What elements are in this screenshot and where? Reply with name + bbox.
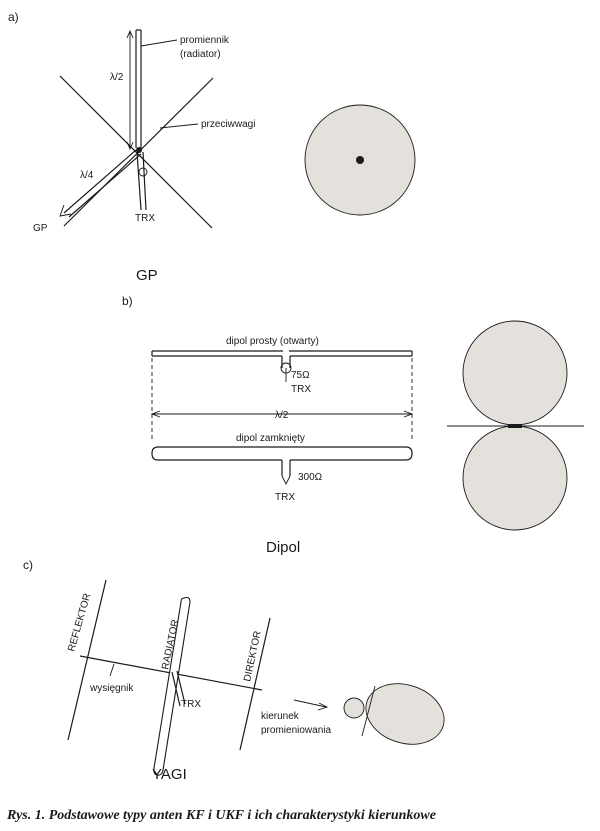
gp-feed-line <box>136 151 148 211</box>
section-b-letter: b) <box>122 294 133 308</box>
yagi-direction-arrow <box>293 699 329 711</box>
yagi-reflector-element <box>67 579 107 741</box>
open-dipole-label: dipol prosty (otwarty) <box>226 336 319 347</box>
section-c-letter: c) <box>23 558 33 572</box>
dipole-lambda-half-dimension <box>150 410 414 418</box>
gp-radiator-leader <box>140 39 178 47</box>
folded-dipole-trx: TRX <box>275 492 295 503</box>
yagi-radiator-element <box>153 596 191 776</box>
dipol-title: Dipol <box>266 539 300 556</box>
gp-lambda-half-label: λ/2 <box>110 72 124 83</box>
yagi-pattern-main-lobe <box>365 683 445 745</box>
gp-feed-point <box>136 147 142 153</box>
section-b-dipol: b) dipol prosty (otwarty) 75Ω TRX λ/2 d <box>122 294 584 556</box>
yagi-boom-leader <box>109 663 115 677</box>
folded-dipole-label: dipol zamknięty <box>236 433 305 444</box>
section-a-letter: a) <box>8 10 19 24</box>
gp-pattern-center-dot <box>356 156 364 164</box>
dipole-lambda-half-label: λ/2 <box>275 410 289 421</box>
gp-counterpoise-label: przeciwwagi <box>201 119 255 130</box>
folded-dipole-element <box>151 446 413 486</box>
open-dipole-trx: TRX <box>291 384 311 395</box>
gp-counterpoise-leader <box>159 123 199 129</box>
section-c-yagi: c) wysięgnik REFLEKTOR RADIATOR TRX DIRE… <box>23 558 445 783</box>
figure-caption: Rys. 1. Podstawowe typy anten KF i UKF i… <box>6 808 436 823</box>
gp-lambda-half-dimension <box>126 29 134 151</box>
gp-label: GP <box>33 223 48 234</box>
gp-radiator-element <box>135 29 142 148</box>
folded-dipole-impedance: 300Ω <box>298 472 323 483</box>
open-dipole-impedance: 75Ω <box>291 370 310 381</box>
yagi-director-element <box>239 617 271 751</box>
yagi-director-label: DIREKTOR <box>242 630 263 683</box>
yagi-pattern-back-lobe <box>343 697 365 719</box>
dipole-pattern-upper-lobe <box>462 320 568 426</box>
yagi-direction-label-1: kierunek <box>261 711 300 722</box>
yagi-pattern-element <box>361 685 376 737</box>
yagi-trx-label: TRX <box>181 699 201 710</box>
dipole-pattern-lower-lobe <box>462 425 568 531</box>
gp-radiator-label-2: (radiator) <box>180 49 221 60</box>
gp-title: GP <box>136 267 158 284</box>
yagi-boom-label: wysięgnik <box>89 683 134 694</box>
gp-radiator-label-1: promiennik <box>180 35 230 46</box>
gp-lambda-quarter-dimension <box>59 149 142 218</box>
gp-lambda-quarter-label: λ/4 <box>80 170 94 181</box>
open-dipole-element <box>151 350 413 382</box>
gp-trx-label: TRX <box>135 213 155 224</box>
yagi-title: YAGI <box>152 766 187 783</box>
section-a-gp: a) λ/2 promiennik (radiator) przeciwwagi <box>8 10 416 284</box>
dipole-pattern-element <box>508 424 522 428</box>
yagi-direction-label-2: promieniowania <box>261 725 331 736</box>
yagi-reflector-label: REFLEKTOR <box>66 592 93 653</box>
